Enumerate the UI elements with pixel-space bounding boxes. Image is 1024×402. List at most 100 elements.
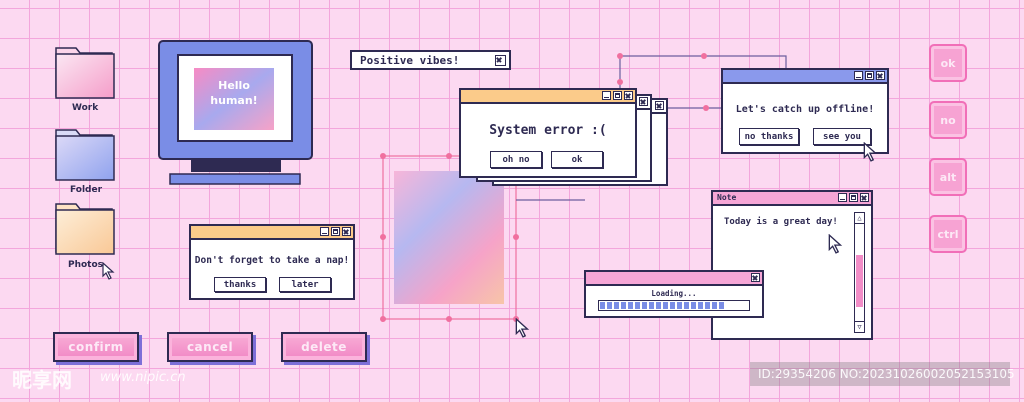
- nap-reminder-dialog: Don't forget to take a nap! thanks later: [189, 224, 355, 300]
- folder-icon-folder[interactable]: [54, 126, 116, 182]
- maximize-icon[interactable]: [331, 227, 340, 236]
- connector-handle: [617, 79, 623, 85]
- progress-segment: [607, 302, 612, 309]
- cursor-icon: [515, 318, 530, 338]
- progress-segment: [705, 302, 710, 309]
- loading-label: Loading...: [651, 289, 697, 298]
- scroll-down-icon[interactable]: ▽: [855, 321, 864, 332]
- selection-handle[interactable]: [380, 234, 386, 240]
- ctrl-key-button[interactable]: ctrl: [929, 215, 967, 253]
- system-error-dialog: System error :( oh no ok: [459, 88, 637, 178]
- positive-vibes-label: Positive vibes!: [360, 54, 460, 67]
- folder-icon: [55, 47, 115, 99]
- catch-up-dialog: Let's catch up offline! no thanks see yo…: [721, 68, 889, 154]
- close-icon[interactable]: [751, 273, 760, 282]
- cancel-label: cancel: [172, 338, 248, 356]
- connector-handle: [617, 53, 623, 59]
- error-message: System error :(: [489, 123, 607, 138]
- minimize-icon[interactable]: [854, 71, 863, 80]
- note-title: Note: [717, 193, 737, 202]
- folder-label-work: Work: [72, 103, 99, 113]
- watermark-id-band: [750, 362, 1010, 386]
- close-icon[interactable]: [342, 227, 351, 236]
- progress-segment: [600, 302, 605, 309]
- watermark-site: www.nipic.cn: [100, 370, 186, 385]
- folder-icon: [55, 203, 115, 255]
- maximize-icon[interactable]: [865, 71, 874, 80]
- cancel-button[interactable]: cancel: [167, 332, 253, 362]
- folder-icon-photos[interactable]: [54, 200, 116, 256]
- ok-key-button[interactable]: ok: [929, 44, 967, 82]
- note-scrollbar[interactable]: △ ▽: [854, 212, 865, 333]
- folder-icon: [55, 129, 115, 181]
- monitor-screen-text: Hello human!: [210, 79, 258, 107]
- minimize-icon[interactable]: [320, 227, 329, 236]
- thanks-button[interactable]: thanks: [214, 277, 266, 292]
- progress-segment: [670, 302, 675, 309]
- connector-handle: [701, 53, 707, 59]
- selection-handle[interactable]: [380, 316, 386, 322]
- maximize-icon[interactable]: [849, 193, 858, 202]
- progress-fill: [600, 302, 724, 309]
- progress-segment: [642, 302, 647, 309]
- minimize-icon[interactable]: [838, 193, 847, 202]
- progress-segment: [719, 302, 724, 309]
- delete-label: delete: [286, 338, 362, 356]
- alt-key-button[interactable]: alt: [929, 158, 967, 196]
- watermark-logo: 昵享网: [12, 368, 72, 392]
- gradient-image[interactable]: [394, 171, 504, 304]
- cursor-icon: [102, 262, 115, 280]
- folder-label-photos: Photos: [68, 260, 104, 270]
- close-icon[interactable]: [624, 91, 633, 100]
- progress-segment: [635, 302, 640, 309]
- see-you-button[interactable]: see you: [813, 128, 871, 145]
- confirm-button[interactable]: confirm: [53, 332, 139, 362]
- title-bar[interactable]: [461, 90, 635, 104]
- selection-handle[interactable]: [446, 316, 452, 322]
- close-icon[interactable]: [495, 55, 506, 66]
- progress-segment: [677, 302, 682, 309]
- selection-handle[interactable]: [380, 153, 386, 159]
- progress-segment: [698, 302, 703, 309]
- close-icon[interactable]: [639, 97, 648, 106]
- scroll-up-icon[interactable]: △: [855, 213, 864, 224]
- monitor-icon: [158, 40, 313, 185]
- close-icon[interactable]: [876, 71, 885, 80]
- close-icon[interactable]: [860, 193, 869, 202]
- progress-segment: [684, 302, 689, 309]
- delete-button[interactable]: delete: [281, 332, 367, 362]
- scroll-thumb[interactable]: [856, 255, 863, 307]
- note-window: Note Today is a great day! △ ▽: [711, 190, 873, 340]
- progress-segment: [621, 302, 626, 309]
- folder-icon-work[interactable]: [54, 44, 116, 100]
- nap-message: Don't forget to take a nap!: [194, 255, 350, 266]
- folder-label-folder: Folder: [70, 185, 103, 195]
- progress-segment: [656, 302, 661, 309]
- positive-vibes-bar: Positive vibes!: [350, 50, 511, 70]
- ok-button[interactable]: ok: [551, 151, 603, 168]
- cursor-icon: [828, 234, 843, 254]
- no-key-button[interactable]: no: [929, 101, 967, 139]
- selection-handle[interactable]: [446, 153, 452, 159]
- title-bar[interactable]: [191, 226, 353, 240]
- progress-segment: [663, 302, 668, 309]
- connector-handle: [703, 105, 709, 111]
- watermark-id: ID:29354206 NO:20231026002052153105: [758, 367, 1015, 381]
- note-text[interactable]: Today is a great day!: [724, 217, 838, 227]
- title-bar[interactable]: [723, 70, 887, 84]
- cursor-icon: [863, 142, 878, 162]
- selection-handle[interactable]: [513, 234, 519, 240]
- minimize-icon[interactable]: [602, 91, 611, 100]
- catch-up-message: Let's catch up offline!: [735, 104, 875, 115]
- close-icon[interactable]: [655, 101, 664, 110]
- progress-segment: [712, 302, 717, 309]
- oh-no-button[interactable]: oh no: [490, 151, 542, 168]
- later-button[interactable]: later: [279, 277, 331, 292]
- title-bar[interactable]: [586, 272, 762, 286]
- loading-window: Loading...: [584, 270, 764, 318]
- progress-segment: [614, 302, 619, 309]
- no-thanks-button[interactable]: no thanks: [739, 128, 799, 145]
- maximize-icon[interactable]: [613, 91, 622, 100]
- confirm-label: confirm: [58, 338, 134, 356]
- title-bar[interactable]: Note: [713, 192, 871, 206]
